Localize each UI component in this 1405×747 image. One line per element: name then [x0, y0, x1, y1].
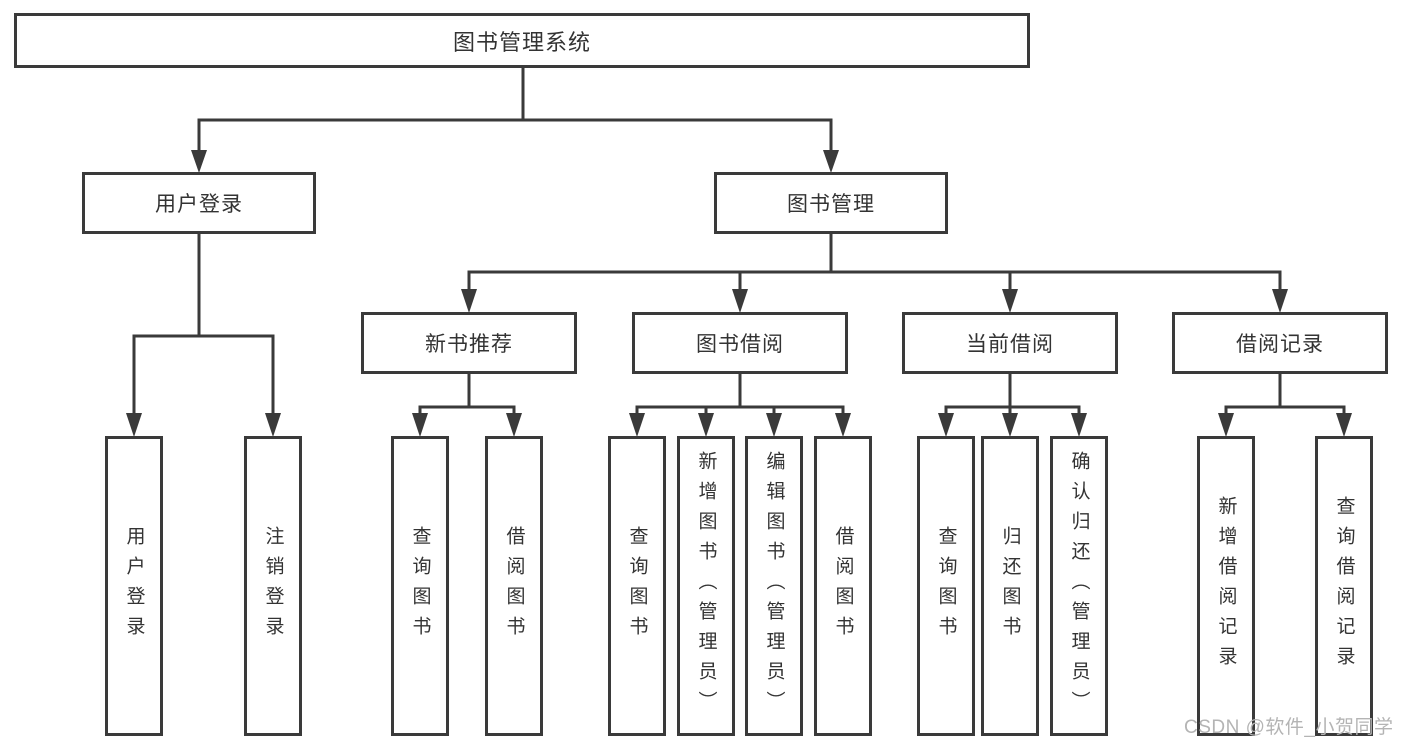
leaf-query-borrow-record-label: 查询借阅记录 [1333, 496, 1355, 676]
leaf-logout-label: 注销登录 [262, 526, 284, 646]
csdn-watermark: CSDN @软件_小贺同学 [1184, 717, 1394, 738]
node-borrowing-records: 借阅记录 [1172, 312, 1388, 374]
node-user-login: 用户登录 [82, 172, 316, 234]
leaf-query-books-recommend-label: 查询图书 [409, 526, 431, 646]
leaf-borrow-books-recommend: 借阅图书 [485, 436, 543, 736]
node-current-borrowing: 当前借阅 [902, 312, 1118, 374]
leaf-add-book-admin: 新增图书（管理员） [677, 436, 735, 736]
node-borrowing-records-label: 借阅记录 [1236, 333, 1324, 356]
leaf-return-book-label: 归还图书 [999, 526, 1021, 646]
leaf-user-login-label: 用户登录 [123, 526, 145, 646]
node-book-management: 图书管理 [714, 172, 948, 234]
node-new-book-recommend-label: 新书推荐 [425, 333, 513, 356]
node-root-label: 图书管理系统 [452, 29, 591, 55]
leaf-borrow-books: 借阅图书 [814, 436, 872, 736]
leaf-borrow-books-label: 借阅图书 [832, 526, 854, 646]
leaf-add-borrow-record-label: 新增借阅记录 [1215, 496, 1237, 676]
node-user-login-label: 用户登录 [155, 193, 243, 216]
node-current-borrowing-label: 当前借阅 [966, 333, 1054, 356]
leaf-user-login: 用户登录 [105, 436, 163, 736]
leaf-logout: 注销登录 [244, 436, 302, 736]
leaf-query-books-recommend: 查询图书 [391, 436, 449, 736]
leaf-query-books-current-label: 查询图书 [935, 526, 957, 646]
leaf-query-borrow-record: 查询借阅记录 [1315, 436, 1373, 736]
leaf-query-books-borrowing-label: 查询图书 [626, 526, 648, 646]
leaf-confirm-return-admin: 确认归还（管理员） [1050, 436, 1108, 736]
leaf-query-books-borrowing: 查询图书 [608, 436, 666, 736]
node-book-borrowing: 图书借阅 [632, 312, 848, 374]
leaf-query-books-current: 查询图书 [917, 436, 975, 736]
leaf-confirm-return-admin-label: 确认归还（管理员） [1068, 451, 1090, 721]
leaf-borrow-books-recommend-label: 借阅图书 [503, 526, 525, 646]
node-book-borrowing-label: 图书借阅 [696, 333, 784, 356]
leaf-edit-book-admin-label: 编辑图书（管理员） [763, 451, 785, 721]
node-book-management-label: 图书管理 [787, 193, 875, 216]
leaf-add-borrow-record: 新增借阅记录 [1197, 436, 1255, 736]
leaf-add-book-admin-label: 新增图书（管理员） [695, 451, 717, 721]
leaf-return-book: 归还图书 [981, 436, 1039, 736]
leaf-edit-book-admin: 编辑图书（管理员） [745, 436, 803, 736]
node-root: 图书管理系统 [14, 13, 1030, 68]
node-new-book-recommend: 新书推荐 [361, 312, 577, 374]
